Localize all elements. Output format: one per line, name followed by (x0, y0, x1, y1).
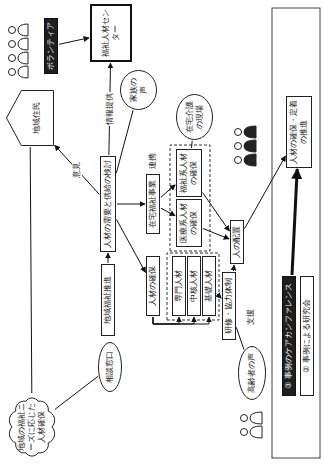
process-box: 医療系人材の確保 (176, 199, 202, 247)
node-text: 地域福祉推進 (103, 276, 113, 324)
dashed-group (167, 253, 219, 320)
process-box: 人材の需要と供給の検討 (100, 156, 116, 252)
connector (55, 145, 100, 194)
person-icons (9, 24, 29, 78)
speech-bubble: 家族の声 (120, 70, 157, 110)
process-box: 研修・協力体制 (222, 272, 236, 340)
connector (292, 169, 297, 275)
connector (153, 317, 194, 324)
node-text: 福祉人材センター (101, 9, 121, 57)
node-text: 中核人材 (189, 270, 199, 302)
house-shape: 地域住民 (6, 90, 54, 146)
speech-bubble: 在宅介護の現場 (176, 94, 213, 140)
process-box: 人の配置 (230, 220, 244, 264)
cloud-callout: 地域の福祉ニーズに応じた人材確保 (6, 394, 58, 460)
edge-label: 情報提供 (105, 92, 115, 126)
center-box: 福祉人材センター (90, 4, 132, 62)
process-box: 在宅福祉事業 (146, 174, 160, 234)
node-text: 人の配置 (232, 226, 242, 258)
node-text: 福祉系人材の確保 (179, 153, 199, 193)
node-text: 高齢者の声 (247, 353, 257, 393)
process-box: 専門人材 (172, 256, 186, 316)
node-text: 人材の確保 (148, 266, 158, 306)
node-text: 地域の福祉ニーズに応じた人材確保 (17, 402, 47, 452)
connector (203, 229, 229, 239)
node-text: 在宅福祉事業 (148, 180, 158, 228)
node-text: 研修・協力体制 (224, 278, 234, 334)
node-text: 専門人材 (174, 270, 184, 302)
person-icons (241, 412, 263, 438)
node-text: 人材の確保・定着の推進 (289, 100, 309, 164)
connector (236, 327, 244, 349)
node-text: 基礎人材 (204, 270, 214, 302)
connector (217, 294, 222, 299)
note-label: 支援 (246, 308, 256, 326)
connector (117, 220, 146, 273)
node-text: 医療系人材の確保 (179, 203, 199, 243)
connector (161, 208, 175, 215)
node-text: 人材の需要と供給の検討 (103, 160, 113, 248)
process-box: 人材の確保 (146, 256, 160, 316)
process-box: 福祉系人材の確保 (176, 149, 202, 197)
dashed-group (170, 145, 210, 251)
speech-bubble: 相談窓口 (98, 342, 122, 392)
node-text: 相談窓口 (105, 351, 115, 383)
connector (153, 317, 179, 324)
connector (116, 110, 133, 173)
connector (191, 141, 193, 148)
dark-label: ③ 事例のケアカンファレンス (282, 276, 296, 396)
connector (55, 376, 98, 409)
person-icons (235, 126, 257, 166)
node-text: ボランティア (46, 22, 56, 70)
node-text: ② 事例による研究会 (302, 299, 312, 373)
process-box: 人材の確保・定着の推進 (286, 96, 312, 168)
bracket-frame (272, 8, 320, 458)
connector (161, 185, 175, 198)
process-box: 中核人材 (187, 256, 201, 316)
connector (108, 253, 109, 263)
connector (117, 204, 145, 205)
house-outline (6, 90, 54, 146)
node-text: ③ 事例のケアカンファレンス (284, 283, 294, 389)
dark-label: ボランティア (44, 18, 58, 74)
connector (233, 265, 235, 271)
connector (30, 147, 32, 393)
connector (245, 156, 286, 229)
node-text: 地域住民 (32, 102, 42, 134)
connector (59, 38, 89, 45)
speech-bubble: 高齢者の声 (238, 346, 266, 400)
process-box: 基礎人材 (202, 256, 216, 316)
process-box: 地域福祉推進 (101, 264, 115, 336)
node-text: 家族の声 (129, 75, 149, 105)
connector (153, 317, 209, 324)
process-box: ② 事例による研究会 (300, 276, 314, 396)
connector (203, 193, 230, 232)
note-label: 連携 (148, 152, 158, 170)
node-text: 在宅介護の現場 (185, 100, 205, 134)
edge-label: 意見 (72, 161, 82, 179)
